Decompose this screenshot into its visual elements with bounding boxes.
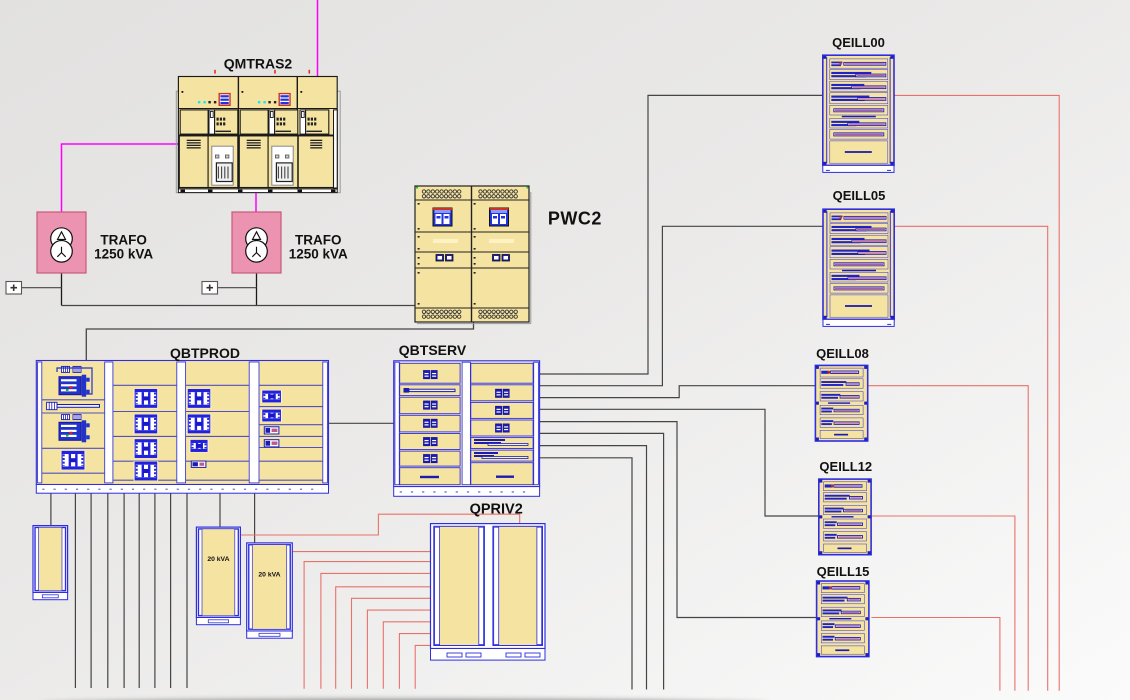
svg-text:QBTSERV: QBTSERV bbox=[399, 342, 467, 358]
svg-text:QBTPROD: QBTPROD bbox=[170, 345, 240, 361]
svg-text:TRAFO: TRAFO bbox=[295, 233, 342, 248]
svg-text:1250 kVA: 1250 kVA bbox=[289, 247, 348, 262]
svg-text:QEILL12: QEILL12 bbox=[819, 459, 872, 474]
svg-text:QMTRAS2: QMTRAS2 bbox=[224, 56, 293, 72]
svg-text:20 kVA: 20 kVA bbox=[258, 572, 280, 579]
svg-text:QEILL00: QEILL00 bbox=[832, 35, 885, 50]
svg-text:QEILL08: QEILL08 bbox=[816, 346, 869, 361]
svg-text:1250 kVA: 1250 kVA bbox=[94, 247, 153, 262]
svg-text:QEILL05: QEILL05 bbox=[833, 188, 886, 203]
svg-text:20 kVA: 20 kVA bbox=[207, 556, 229, 563]
svg-text:QPRIV2: QPRIV2 bbox=[470, 501, 523, 517]
svg-text:PWC2: PWC2 bbox=[548, 209, 602, 229]
svg-text:TRAFO: TRAFO bbox=[100, 233, 147, 248]
svg-text:QEILL15: QEILL15 bbox=[817, 564, 870, 579]
